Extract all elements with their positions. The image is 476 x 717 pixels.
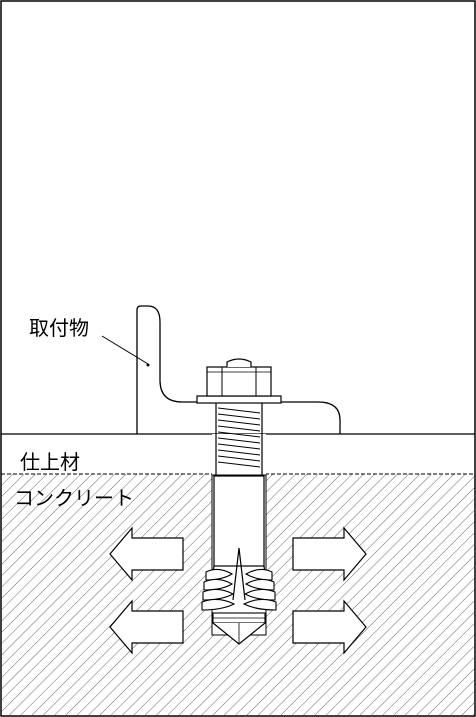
fixture-leader-dot <box>146 363 150 367</box>
threaded-stud <box>215 403 263 475</box>
expansion-rings <box>201 568 277 611</box>
arrow-right-lower <box>292 599 367 655</box>
arrow-left-lower <box>109 599 184 655</box>
arrow-left-upper <box>109 526 184 582</box>
washer <box>196 395 282 404</box>
anchor-sleeve <box>208 475 270 606</box>
finish-material-label: 仕上材 <box>20 450 80 474</box>
fixture-label: 取付物 <box>29 316 89 340</box>
fixture-leader-line <box>101 335 149 365</box>
cone-tip <box>212 612 266 645</box>
arrow-right-upper <box>292 526 367 582</box>
bolt-top-end <box>226 358 252 367</box>
hex-nut <box>206 366 272 397</box>
fixture-bracket <box>136 305 341 434</box>
concrete-label: コンクリート <box>14 486 134 510</box>
